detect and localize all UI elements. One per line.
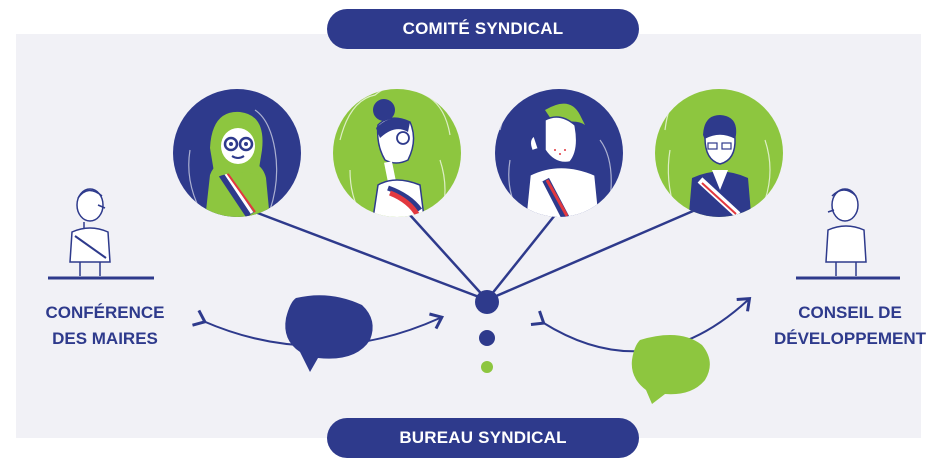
- connector-line-1: [254, 210, 488, 302]
- right-group-label: CONSEIL DE DÉVELOPPEMENT: [770, 300, 930, 352]
- hub-dot-large: [475, 290, 499, 314]
- portrait-man-beard-sash-icon: [495, 89, 623, 217]
- speech-bubble-navy-icon: [285, 295, 373, 372]
- left-group-line2: DES MAIRES: [52, 329, 158, 348]
- header-title: COMITÉ SYNDICAL: [402, 19, 564, 38]
- right-group-line1: CONSEIL DE: [798, 303, 902, 322]
- right-group-line2: DÉVELOPPEMENT: [773, 329, 927, 348]
- standing-person-right-icon: [796, 188, 900, 280]
- left-group-line1: CONFÉRENCE: [45, 303, 165, 322]
- speech-bubble-green-icon: [631, 335, 710, 404]
- footer-pill: BUREAU SYNDICAL: [327, 418, 639, 458]
- left-group-label: CONFÉRENCE DES MAIRES: [30, 300, 180, 352]
- connector-line-3: [486, 214, 556, 301]
- portrait-woman-bun-sash-icon: [333, 89, 461, 217]
- connector-lines: [254, 206, 701, 302]
- connector-line-4: [486, 206, 701, 302]
- portrait-woman-glasses-sash-icon: [173, 89, 301, 217]
- background-panel: [16, 34, 921, 438]
- footer-title: BUREAU SYNDICAL: [399, 428, 567, 447]
- hub-dot-small: [481, 361, 493, 373]
- hub-dot-medium: [479, 330, 495, 346]
- standing-person-left-icon: [48, 188, 154, 280]
- connector-line-2: [409, 214, 488, 301]
- header-pill: COMITÉ SYNDICAL: [327, 9, 639, 49]
- portrait-man-suit-sash-icon: [655, 89, 783, 217]
